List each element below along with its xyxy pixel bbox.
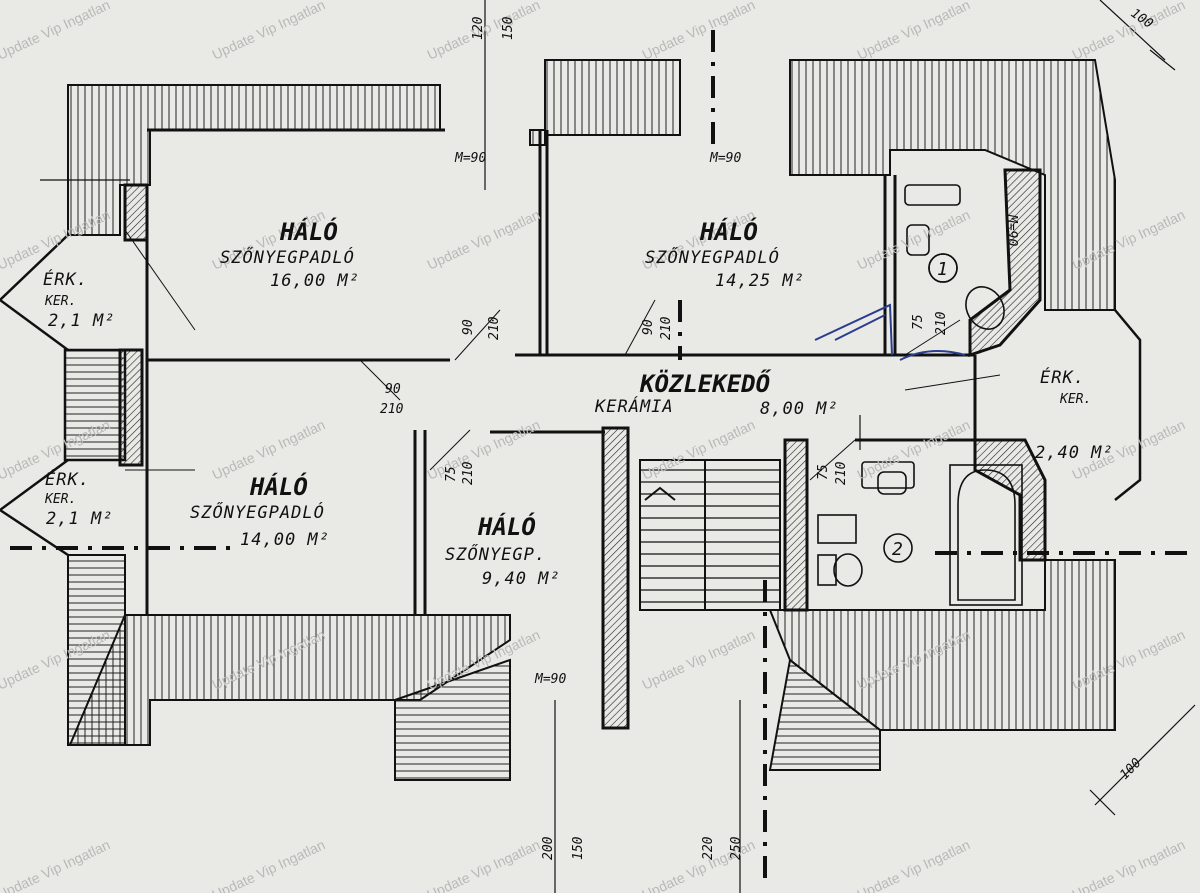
hallway-area: 8,00 M² (760, 399, 839, 419)
bedroom-top-right-area: 14,25 M² (715, 271, 805, 291)
door-2-width: 90 (641, 319, 656, 335)
bedroom-bottom-left-area: 14,00 M² (240, 530, 330, 550)
watermark-text: Update Vip Ingatlan (0, 0, 113, 63)
left-bays (0, 234, 1142, 557)
door-3-width: 90 (385, 382, 401, 397)
watermark-text: Update Vip Ingatlan (1070, 836, 1188, 893)
watermark-text: Update Vip Ingatlan (640, 416, 758, 482)
walls (118, 128, 1047, 730)
door-1-height: 210 (487, 316, 502, 340)
bathroom-markers: 1 2 (892, 253, 958, 560)
dimension-labels: 120 150 200 150 220 250 100 100 (471, 6, 1156, 860)
watermark-text: Update Vip Ingatlan (1070, 0, 1188, 63)
door-swings (124, 229, 1001, 481)
bedroom-small-area: 9,40 M² (482, 569, 561, 589)
door-1-width: 90 (461, 319, 476, 335)
bedroom-top-right-name: HÁLÓ (699, 216, 758, 246)
bedroom-small-name: HÁLÓ (477, 511, 536, 541)
dim-bottom-a: 200 (541, 836, 556, 860)
watermark-text: Update Vip Ingatlan (0, 836, 113, 893)
watermark-text: Update Vip Ingatlan (855, 0, 973, 63)
door-4-width: 75 (444, 466, 459, 482)
room-labels: HÁLÓ SZŐNYEGPADLÓ 16,00 M² HÁLÓ SZŐNYEGP… (43, 216, 1114, 589)
bedroom-top-left-floor: SZŐNYEGPADLÓ (220, 246, 355, 268)
storage-right-name: ÉRK. (1040, 366, 1085, 388)
storage-right-floor: KER. (1059, 392, 1091, 407)
window-label-2: M=90 (709, 151, 741, 166)
bedroom-bottom-left-name: HÁLÓ (249, 471, 308, 501)
dim-top-left-a: 120 (471, 16, 486, 40)
bedroom-bottom-left-floor: SZŐNYEGPADLÓ (190, 501, 325, 523)
bathroom-2-number: 2 (892, 539, 903, 560)
roof-hatching (67, 59, 1116, 781)
door-labels: 90 210 90 210 90 210 75 210 75 210 75 21… (380, 311, 949, 485)
watermark-text: Update Vip Ingatlan (640, 0, 758, 63)
storage-right-area: 2,40 M² (1035, 443, 1114, 463)
watermark-text: Update Vip Ingatlan (425, 206, 543, 272)
dim-bottom-d: 250 (729, 836, 744, 860)
bedroom-top-left-area: 16,00 M² (270, 271, 360, 291)
watermark-text: Update Vip Ingatlan (210, 836, 328, 893)
watermark-text: Update Vip Ingatlan (0, 206, 113, 272)
door-5-height: 210 (834, 461, 849, 485)
storage-left-top-floor: KER. (44, 294, 76, 309)
storage-left-bottom-floor: KER. (44, 492, 76, 507)
storage-left-top-area: 2,1 M² (48, 311, 115, 331)
storage-left-top-name: ÉRK. (43, 268, 88, 290)
watermark-text: Update Vip Ingatlan (425, 836, 543, 893)
bathroom-fixtures (817, 184, 1023, 606)
hallway-name: KÖZLEKEDŐ (639, 368, 772, 398)
dim-bottom-b: 150 (571, 836, 586, 860)
door-6-height: 210 (934, 311, 949, 335)
dim-top-left-b: 150 (501, 16, 516, 40)
bathroom-1-number: 1 (937, 259, 948, 280)
dim-bottom-c: 220 (701, 836, 716, 860)
window-label-1: M=90 (454, 151, 486, 166)
watermark-text: Update Vip Ingatlan (855, 836, 973, 893)
watermark-text: Update Vip Ingatlan (210, 0, 328, 63)
staircase (639, 459, 781, 611)
bedroom-small-floor: SZŐNYEGP. (445, 543, 546, 565)
axis-lines (10, 30, 1195, 880)
storage-left-bottom-name: ÉRK. (45, 468, 90, 490)
door-2-height: 210 (659, 316, 674, 340)
bedroom-top-right-floor: SZŐNYEGPADLÓ (645, 246, 780, 268)
hallway-floor: KERÁMIA (594, 395, 674, 417)
window-label-3: M=90 (1004, 214, 1019, 246)
pen-annotation (814, 303, 966, 361)
storage-left-bottom-area: 2,1 M² (46, 509, 113, 529)
watermark-text: Update Vip Ingatlan (855, 206, 973, 272)
window-label-4: M=90 (534, 672, 566, 687)
bedroom-top-left-name: HÁLÓ (279, 216, 338, 246)
door-5-width: 75 (816, 464, 831, 480)
door-6-width: 75 (911, 314, 926, 330)
door-3-height: 210 (380, 402, 404, 417)
watermark-text: Update Vip Ingatlan (425, 416, 543, 482)
window-labels: M=90 M=90 M=90 M=90 (454, 151, 1019, 687)
dimension-lines (40, 0, 1196, 893)
watermark-text: Update Vip Ingatlan (640, 626, 758, 692)
door-4-height: 210 (461, 461, 476, 485)
